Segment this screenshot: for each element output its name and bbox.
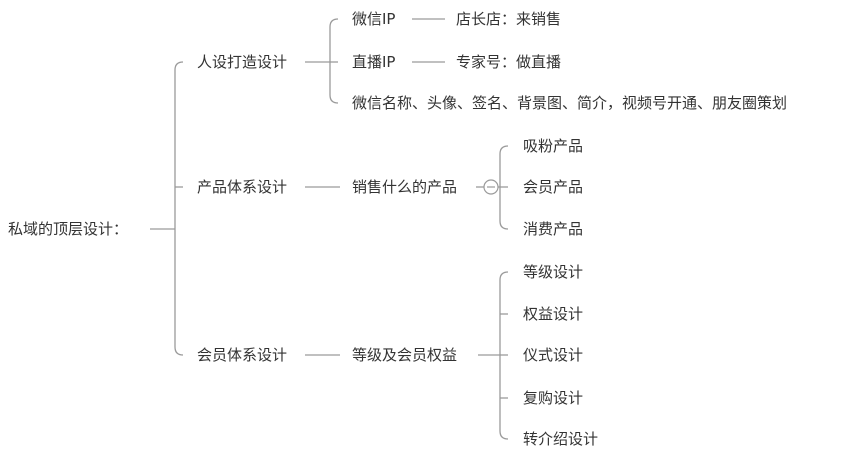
node-levels-benefits[interactable]: 等级及会员权益 xyxy=(352,346,458,364)
node-member-system[interactable]: 会员体系设计 xyxy=(197,346,288,364)
node-member-item[interactable]: 仪式设计 xyxy=(523,346,584,364)
node-persona-design[interactable]: 人设打造设计 xyxy=(197,53,288,71)
node-member-item[interactable]: 转介绍设计 xyxy=(523,430,599,448)
root-node[interactable]: 私域的顶层设计： xyxy=(8,220,129,238)
node-product[interactable]: 会员产品 xyxy=(523,178,584,196)
node-member-item[interactable]: 复购设计 xyxy=(523,389,584,407)
node-store-manager[interactable]: 店长店：来销售 xyxy=(456,10,562,28)
node-member-item[interactable]: 权益设计 xyxy=(523,305,584,323)
node-live-ip[interactable]: 直播IP xyxy=(352,53,396,71)
node-wechat-ip[interactable]: 微信IP xyxy=(352,10,396,28)
node-member-item[interactable]: 等级设计 xyxy=(523,263,584,281)
node-product-system[interactable]: 产品体系设计 xyxy=(197,178,288,196)
node-product[interactable]: 消费产品 xyxy=(523,220,584,238)
node-wechat-profile[interactable]: 微信名称、头像、签名、背景图、简介，视频号开通、朋友圈策划 xyxy=(352,94,788,112)
node-product[interactable]: 吸粉产品 xyxy=(523,137,584,155)
node-expert-account[interactable]: 专家号：做直播 xyxy=(456,53,562,71)
node-what-products[interactable]: 销售什么的产品 xyxy=(352,178,458,196)
